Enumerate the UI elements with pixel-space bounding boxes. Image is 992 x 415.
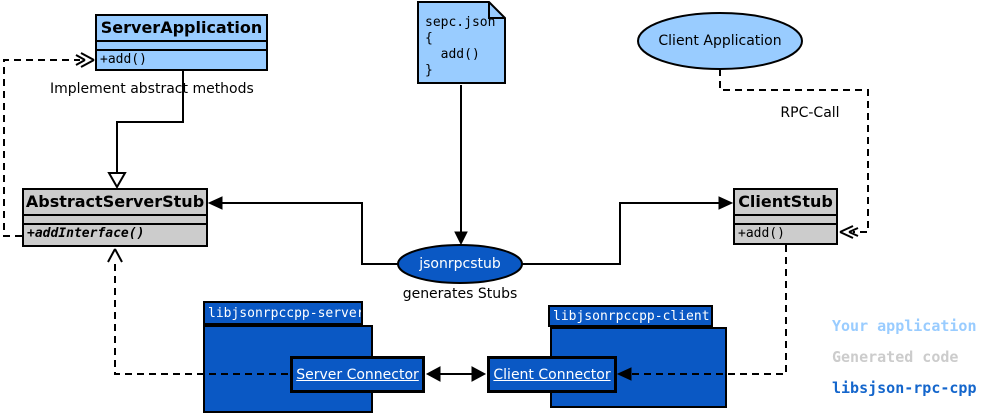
- open-arrowhead-right-icon: [75, 52, 95, 68]
- class-client-stub: ClientStub +add(): [733, 188, 838, 245]
- legend-your-application: Your application: [832, 317, 977, 335]
- open-arrowhead-up-icon: [107, 248, 123, 263]
- arrowhead-left-icon: [425, 366, 441, 382]
- package-client-tab: libjsonrpccpp-client: [548, 305, 713, 327]
- class-method: +add(): [738, 226, 785, 241]
- class-attributes-section: [735, 216, 836, 225]
- class-title: ServerApplication: [97, 16, 266, 42]
- arrowhead-right-icon: [471, 366, 487, 382]
- implement-abstract-methods-label: Implement abstract methods: [50, 81, 254, 97]
- arrowhead-down-icon: [454, 231, 468, 246]
- note-line: add(): [425, 47, 480, 62]
- class-attributes-section: [97, 42, 266, 51]
- note-line: sepc.json: [425, 15, 496, 30]
- stubgen-to-clientstub-line: [522, 202, 719, 265]
- open-arrowhead-left-icon: [839, 225, 859, 239]
- inheritance-triangle-icon: [107, 172, 127, 190]
- class-method: +add(): [100, 52, 147, 67]
- note-sepc-json-text: sepc.json{ add()}: [425, 15, 495, 79]
- rpc-call-label: RPC-Call: [780, 105, 840, 121]
- server-connector-box: Server Connector: [290, 356, 425, 393]
- class-method: +addInterface(): [27, 226, 145, 241]
- client-connector-label: Client Connector: [493, 366, 611, 383]
- arrowhead-left-icon: [207, 196, 223, 210]
- stubgen-to-serverstub-line: [222, 202, 398, 265]
- class-abstract-server-stub: AbstractServerStub +addInterface(): [22, 188, 208, 247]
- note-line: {: [425, 31, 433, 46]
- legend-generated-code: Generated code: [832, 348, 959, 366]
- client-connector-box: Client Connector: [487, 356, 617, 393]
- legend-libjson-rpc-cpp: libsjson-rpc-cpp: [832, 379, 977, 397]
- jsonrpcstub-label: jsonrpcstub: [419, 256, 501, 272]
- note-line: }: [425, 63, 433, 78]
- generates-stubs-label: generates Stubs: [402, 286, 518, 302]
- client-application-label: Client Application: [658, 33, 782, 49]
- arrowhead-right-icon: [718, 196, 734, 210]
- package-server-tab: libjsonrpccpp-server: [203, 301, 363, 325]
- class-title: AbstractServerStub: [24, 190, 206, 216]
- class-server-application: ServerApplication +add(): [95, 14, 268, 71]
- server-connector-label: Server Connector: [296, 366, 419, 383]
- class-title: ClientStub: [735, 190, 836, 216]
- class-attributes-section: [24, 216, 206, 225]
